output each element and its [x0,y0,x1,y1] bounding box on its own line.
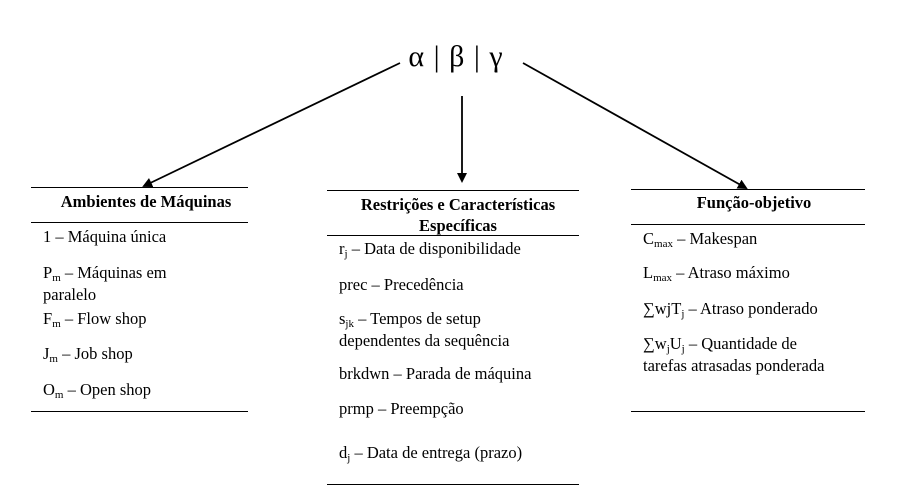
notation-title: α | β | γ [408,40,504,73]
col3-title: Função-objetivo [696,193,812,212]
col3-top-rule [631,189,865,190]
col1-title: Ambientes de Máquinas [60,192,232,211]
col1-header-rule [31,222,248,223]
col1-item-4: Jm – Job shop [43,344,133,365]
arrow-left [142,62,401,188]
col1-item-1: 1 – Máquina única [43,227,167,246]
col2-item-3: sjk – Tempos de setup dependentes da seq… [339,309,510,350]
col2-item-6: dj – Data de entrega (prazo) [339,443,523,464]
col3-header-rule [631,224,865,225]
col1-item-5: Om – Open shop [43,380,152,401]
col1-item-2: Pm – Máquinas em paralelo [43,263,167,304]
col2-header-rule [327,235,579,236]
col1-item-3: Fm – Flow shop [43,309,147,330]
col2-bottom-rule [327,484,579,485]
col3-item-4: ∑wjUj – Quantidade de tarefas atrasadas … [643,334,825,375]
col2-item-1: rj – Data de disponibilidade [339,239,521,260]
col3-item-2: Lmax – Atraso máximo [643,263,790,284]
col3-item-1: Cmax – Makespan [643,229,758,250]
col2-item-2: prec – Precedência [339,275,464,294]
col1-bottom-rule [31,411,248,412]
col3-item-3: ∑wjTj – Atraso ponderado [643,299,818,320]
col2-item-4: brkdwn – Parada de máquina [339,364,532,383]
col2-item-5: prmp – Preempção [339,399,464,418]
col3-bottom-rule [631,411,865,412]
arrow-right [522,62,748,189]
col2-top-rule [327,190,579,191]
col1-top-rule [31,187,248,188]
